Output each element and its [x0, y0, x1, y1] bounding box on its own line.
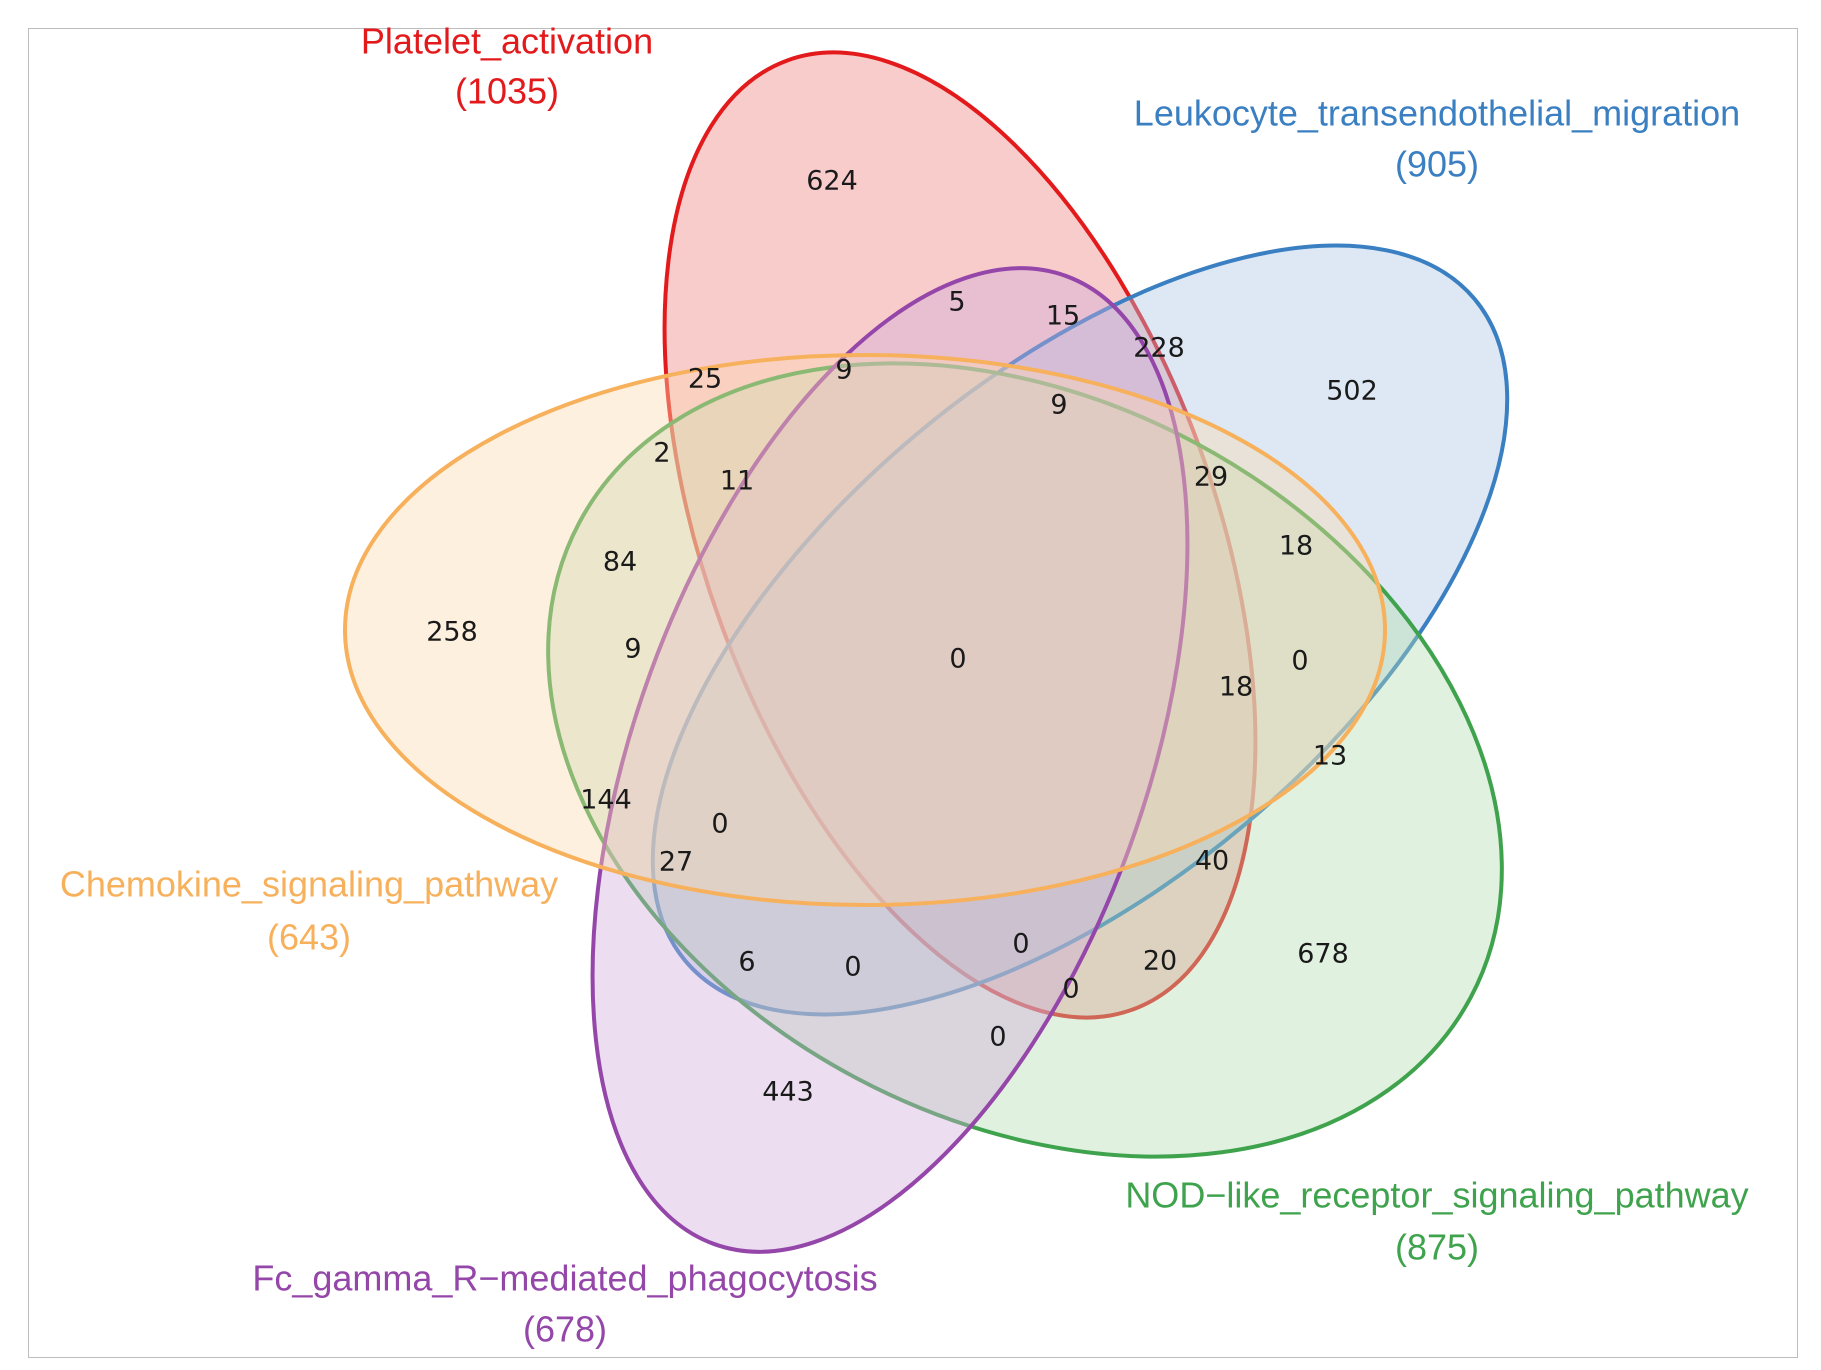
region-counts: 624 502 678 443 258 5 15 228 25 9 9 2 11… — [426, 166, 1378, 1108]
count-leukocyte-only: 502 — [1326, 376, 1378, 407]
set-labels: Platelet_activation (1035) Leukocyte_tra… — [60, 21, 1749, 1350]
count-region: 0 — [844, 952, 861, 983]
count-region: 0 — [1062, 974, 1079, 1005]
size-chemokine-signaling: (643) — [267, 917, 351, 958]
count-region: 5 — [948, 287, 965, 318]
size-leukocyte-migration: (905) — [1395, 144, 1479, 185]
count-region: 6 — [738, 947, 755, 978]
label-fc-gamma-phagocytosis: Fc_gamma_R−mediated_phagocytosis — [252, 1258, 877, 1299]
count-region: 228 — [1133, 333, 1185, 364]
ellipse-leukocyte-migration — [650, 243, 1510, 1017]
ellipse-nod-like-receptor — [546, 361, 1504, 1159]
ellipse-fc-gamma-phagocytosis — [590, 266, 1190, 1254]
ellipse-chemokine-signaling — [343, 353, 1387, 907]
count-region: 9 — [624, 634, 641, 665]
count-region: 40 — [1195, 846, 1229, 877]
size-platelet-activation: (1035) — [455, 71, 559, 112]
count-region: 11 — [720, 466, 754, 497]
count-region: 15 — [1046, 301, 1080, 332]
count-nod-only: 678 — [1297, 939, 1349, 970]
count-region: 84 — [603, 547, 637, 578]
count-region: 13 — [1313, 741, 1347, 772]
ellipse-platelet-activation — [662, 50, 1258, 1020]
count-region: 0 — [711, 809, 728, 840]
count-region: 25 — [688, 364, 722, 395]
count-fc-gamma-only: 443 — [762, 1077, 814, 1108]
count-region: 9 — [1050, 390, 1067, 421]
set-ellipses — [343, 50, 1510, 1254]
count-platelet-only: 624 — [806, 166, 858, 197]
label-chemokine-signaling: Chemokine_signaling_pathway — [60, 864, 558, 905]
count-center: 0 — [949, 644, 966, 675]
count-region: 0 — [1291, 646, 1308, 677]
diagram-frame — [28, 28, 1798, 1358]
count-region: 27 — [659, 847, 693, 878]
size-nod-like-receptor: (875) — [1395, 1227, 1479, 1268]
count-region: 20 — [1143, 946, 1177, 977]
label-platelet-activation: Platelet_activation — [361, 21, 653, 62]
label-nod-like-receptor: NOD−like_receptor_signaling_pathway — [1125, 1175, 1748, 1216]
count-chemokine-only: 258 — [426, 617, 478, 648]
label-leukocyte-migration: Leukocyte_transendothelial_migration — [1134, 93, 1740, 134]
count-region: 18 — [1219, 672, 1253, 703]
count-region: 29 — [1194, 462, 1228, 493]
count-region: 2 — [653, 438, 670, 469]
count-region: 0 — [1012, 929, 1029, 960]
count-region: 0 — [989, 1022, 1006, 1053]
count-region: 144 — [580, 785, 632, 816]
count-region: 18 — [1279, 531, 1313, 562]
size-fc-gamma-phagocytosis: (678) — [523, 1309, 607, 1350]
count-region: 9 — [835, 355, 852, 386]
